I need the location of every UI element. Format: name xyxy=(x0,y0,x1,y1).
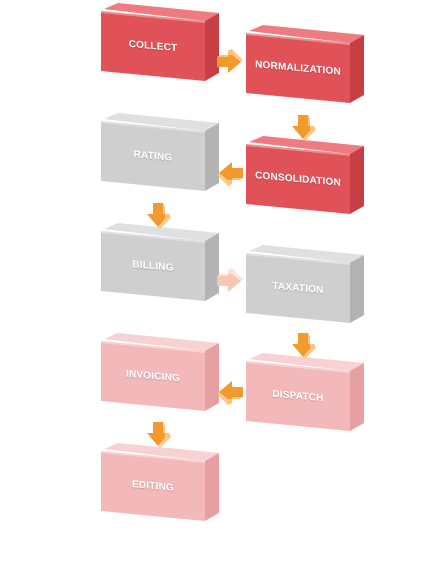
box-3d-shape xyxy=(246,353,364,431)
step-label: TAXATION xyxy=(272,280,324,296)
step-collect: COLLECT xyxy=(101,3,219,81)
arrow-down-icon xyxy=(288,112,318,142)
step-taxation: TAXATION xyxy=(246,245,364,323)
box-3d-shape xyxy=(101,443,219,521)
box-3d-shape xyxy=(246,136,364,214)
step-label: COLLECT xyxy=(128,38,178,54)
step-consolidation: CONSOLIDATION xyxy=(246,136,364,214)
arrow-right-icon xyxy=(214,266,244,296)
step-label: BILLING xyxy=(132,258,174,274)
step-label: NORMALIZATION xyxy=(255,58,341,78)
box-3d-shape xyxy=(101,113,219,191)
step-dispatch: DISPATCH xyxy=(246,353,364,431)
step-invoicing: INVOICING xyxy=(101,333,219,411)
step-label: RATING xyxy=(133,148,173,164)
arrow-left-icon xyxy=(216,377,246,407)
arrow-down-icon xyxy=(143,419,173,449)
step-label: CONSOLIDATION xyxy=(255,169,341,189)
step-editing: EDITING xyxy=(101,443,219,521)
box-3d-shape xyxy=(101,3,219,81)
step-label: DISPATCH xyxy=(272,388,324,404)
box-3d-shape xyxy=(246,25,364,103)
step-label: INVOICING xyxy=(125,368,181,384)
arrow-down-icon xyxy=(143,200,173,230)
step-billing: BILLING xyxy=(101,223,219,301)
box-3d-shape xyxy=(101,333,219,411)
step-normalization: NORMALIZATION xyxy=(246,25,364,103)
step-rating: RATING xyxy=(101,113,219,191)
step-label: EDITING xyxy=(132,478,174,494)
arrow-right-icon xyxy=(214,47,244,77)
box-3d-shape xyxy=(101,223,219,301)
arrow-left-icon xyxy=(216,158,246,188)
box-3d-shape xyxy=(246,245,364,323)
arrow-down-icon xyxy=(288,330,318,360)
